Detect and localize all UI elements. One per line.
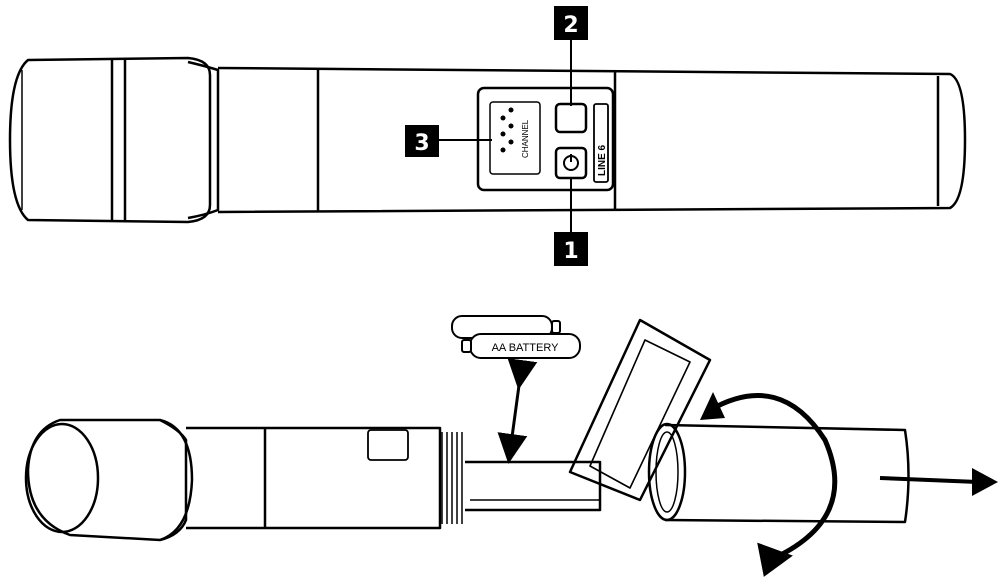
pull-arrow bbox=[879, 476, 979, 484]
callout-two-box bbox=[554, 6, 588, 40]
battery-sleeve bbox=[664, 423, 910, 524]
rotate-arrow bbox=[708, 393, 838, 563]
channel-label: CHANNEL bbox=[521, 119, 530, 158]
mic-neck bbox=[187, 60, 220, 220]
button-two bbox=[554, 102, 588, 134]
brand-mark: LINE 6 bbox=[597, 144, 608, 176]
battery-pair bbox=[451, 315, 581, 359]
battery-label: AA BATTERY bbox=[492, 342, 560, 354]
insert-arrow bbox=[497, 358, 538, 464]
power-button bbox=[554, 146, 588, 180]
callout-three-box bbox=[405, 125, 439, 157]
mic-grille bbox=[8, 56, 212, 224]
callout-three: 3 bbox=[414, 131, 429, 156]
callout-two: 2 bbox=[563, 13, 578, 38]
mic-body bbox=[217, 66, 967, 214]
callout-one-box bbox=[554, 232, 588, 266]
channel-indicator bbox=[500, 107, 514, 153]
mic-head-bottom bbox=[26, 418, 194, 542]
battery-lid bbox=[568, 318, 712, 502]
callout-one: 1 bbox=[563, 239, 578, 264]
open-microphone bbox=[24, 318, 910, 542]
